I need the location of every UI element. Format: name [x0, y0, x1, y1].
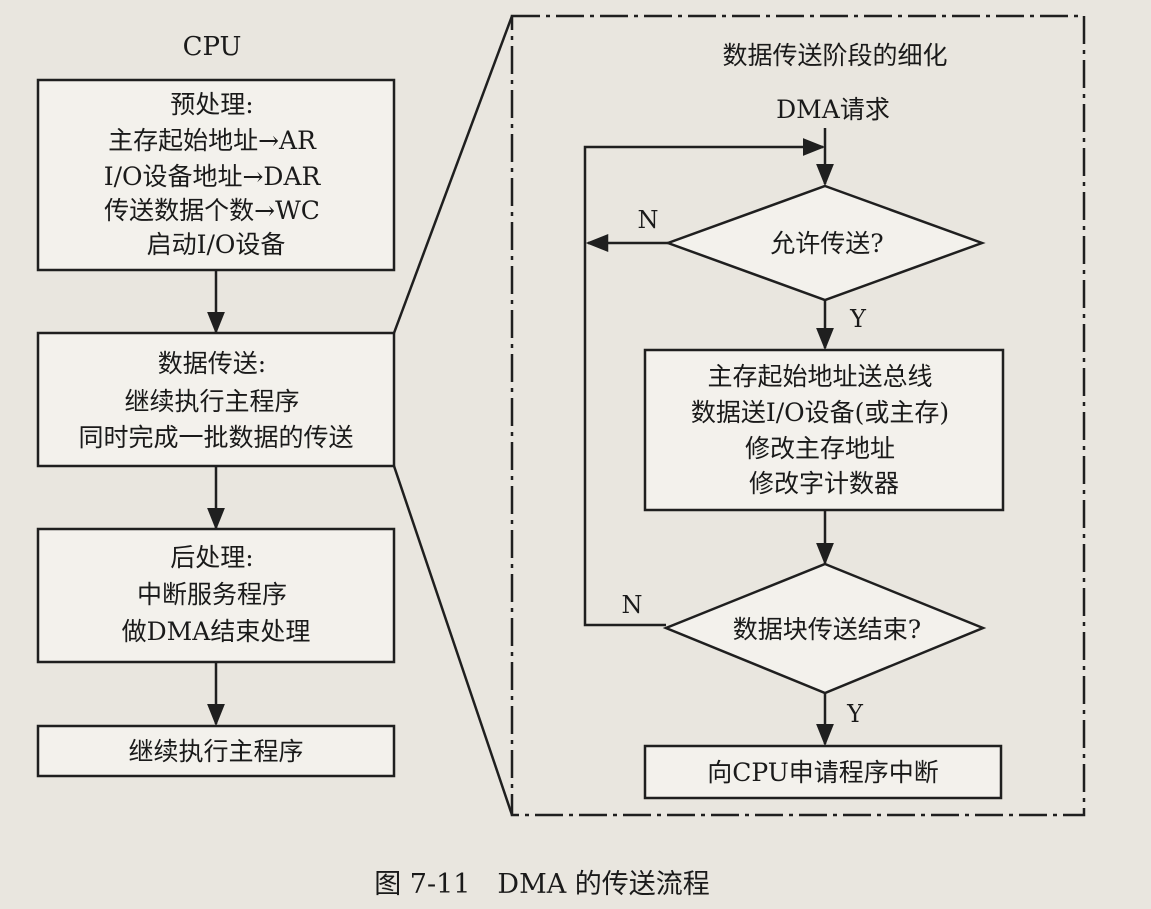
process-line-1: 主存起始地址送总线 — [708, 362, 933, 391]
dma-request-label: DMA请求 — [776, 95, 890, 124]
post-line-2: 中断服务程序 — [137, 580, 287, 609]
decision-block-done: 数据块传送结束? — [662, 562, 987, 695]
transfer-line-1: 数据传送: — [158, 349, 266, 378]
decision1-label: 允许传送? — [770, 229, 883, 258]
postprocess-box: 后处理: 中断服务程序 做DMA结束处理 — [36, 527, 396, 664]
preprocess-line-2: 主存起始地址→AR — [108, 126, 317, 155]
transfer-process-box: 主存起始地址送总线 数据送I/O设备(或主存) 修改主存地址 修改字计数器 — [643, 348, 1005, 512]
zoom-line-top — [392, 15, 514, 334]
continue-label: 继续执行主程序 — [128, 737, 303, 766]
arrow-decision2-no-loop — [583, 138, 826, 627]
detail-title: 数据传送阶段的细化 — [722, 41, 947, 70]
transfer-line-2: 继续执行主程序 — [125, 387, 300, 416]
post-line-3: 做DMA结束处理 — [122, 617, 311, 646]
preprocess-box: 预处理: 主存起始地址→AR I/O设备地址→DAR 传送数据个数→WC 启动I… — [36, 78, 396, 272]
continue-box: 继续执行主程序 — [36, 724, 396, 778]
preprocess-line-5: 启动I/O设备 — [147, 230, 286, 259]
decision-allow-transfer: 允许传送? — [664, 184, 986, 302]
decision2-label: 数据块传送结束? — [733, 615, 921, 644]
zoom-line-bottom — [392, 465, 514, 816]
cpu-label: CPU — [183, 32, 242, 62]
cpu-interrupt-label: 向CPU申请程序中断 — [707, 758, 939, 787]
decision1-no-label: N — [638, 206, 659, 234]
cpu-interrupt-box: 向CPU申请程序中断 — [643, 744, 1003, 800]
process-line-2: 数据送I/O设备(或主存) — [691, 398, 949, 427]
preprocess-line-4: 传送数据个数→WC — [104, 196, 320, 225]
svg-text:预处理: 主存起始地址→AR I/O: 预处理: 主存起始地址→AR I/O设备地址→DAR 传送数据个数→WC 启动I… — [104, 90, 329, 259]
transfer-line-3: 同时完成一批数据的传送 — [78, 423, 353, 452]
transfer-box: 数据传送: 继续执行主程序 同时完成一批数据的传送 — [36, 331, 396, 468]
svg-text:后处理: 中断服务程序 做DMA结束: 后处理: 中断服务程序 做DMA结束处理 — [122, 543, 311, 646]
process-line-3: 修改主存地址 — [745, 434, 895, 463]
preprocess-line-3: I/O设备地址→DAR — [104, 162, 322, 191]
preprocess-line-1: 预处理: — [170, 90, 253, 119]
svg-text:数据传送: 继续执行主程序 同时完成: 数据传送: 继续执行主程序 同时完成一批数据的传送 — [78, 349, 353, 452]
svg-text:主存起始地址送总线 数据送I/O设备(或主存): 主存起始地址送总线 数据送I/O设备(或主存) 修改主存地址 修改字计数器 — [691, 362, 957, 498]
detail-panel-border — [510, 14, 1086, 817]
decision2-no-label: N — [622, 591, 643, 619]
decision2-yes-label: Y — [846, 700, 864, 728]
process-line-4: 修改字计数器 — [749, 469, 899, 498]
figure-caption: 图 7-11 DMA 的传送流程 — [374, 869, 710, 900]
post-line-1: 后处理: — [170, 543, 253, 572]
decision1-yes-label: Y — [849, 305, 867, 333]
